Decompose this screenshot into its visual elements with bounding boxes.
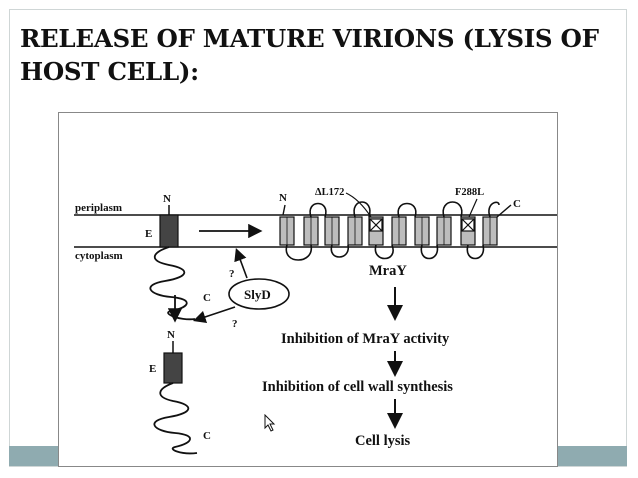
question-mark-1: ? bbox=[229, 268, 235, 280]
mutation-pointer bbox=[468, 198, 478, 218]
mutation-label: F288L bbox=[455, 187, 484, 198]
diagram-svg: periplasm cytoplasm N E C N E C SlyD ? ?… bbox=[74, 187, 557, 455]
step2-text: Inhibition of cell wall synthesis bbox=[262, 379, 453, 395]
e-protein-n-label: N bbox=[163, 193, 171, 205]
mray-helix-stripes bbox=[286, 217, 491, 245]
e-protein-tm-box bbox=[159, 214, 179, 248]
mray-c-tail bbox=[496, 204, 512, 218]
step1-text: Inhibition of MraY activity bbox=[281, 331, 450, 347]
e-protein-c-label: C bbox=[203, 292, 211, 304]
mray-periplasmic-loops bbox=[309, 201, 500, 218]
slyd-up-arrow bbox=[234, 247, 248, 279]
mray-cytoplasmic-loops bbox=[285, 244, 485, 261]
cytoplasm-label: cytoplasm bbox=[75, 250, 123, 262]
slyd-ellipse bbox=[228, 278, 290, 310]
mray-n-tail bbox=[282, 204, 286, 216]
mouse-pointer-icon bbox=[264, 414, 276, 432]
mutation-markers bbox=[369, 218, 475, 232]
e-protein-e-label: E bbox=[145, 228, 152, 240]
deletion-label: ΔL172 bbox=[315, 187, 344, 198]
e-protein-coil bbox=[149, 246, 196, 321]
deletion-pointer bbox=[345, 192, 372, 218]
soluble-e-box bbox=[163, 352, 183, 384]
soluble-e-label: E bbox=[149, 363, 156, 375]
mray-label: MraY bbox=[369, 263, 407, 279]
mray-c-label: C bbox=[513, 198, 521, 210]
slyd-label: SlyD bbox=[244, 287, 271, 302]
periplasm-label: periplasm bbox=[75, 202, 122, 214]
soluble-e-c-label: C bbox=[203, 430, 211, 442]
question-mark-2: ? bbox=[232, 318, 238, 330]
soluble-e-coil bbox=[153, 382, 198, 455]
soluble-e-n-label: N bbox=[167, 329, 175, 341]
lysis-diagram: periplasm cytoplasm N E C N E C SlyD ? ?… bbox=[58, 112, 558, 467]
slide-title: RELEASE OF MATURE VIRIONS (LYSIS OF HOST… bbox=[20, 24, 599, 86]
mray-n-label: N bbox=[279, 192, 287, 204]
step3-text: Cell lysis bbox=[355, 433, 411, 449]
slyd-left-arrow bbox=[192, 306, 236, 324]
